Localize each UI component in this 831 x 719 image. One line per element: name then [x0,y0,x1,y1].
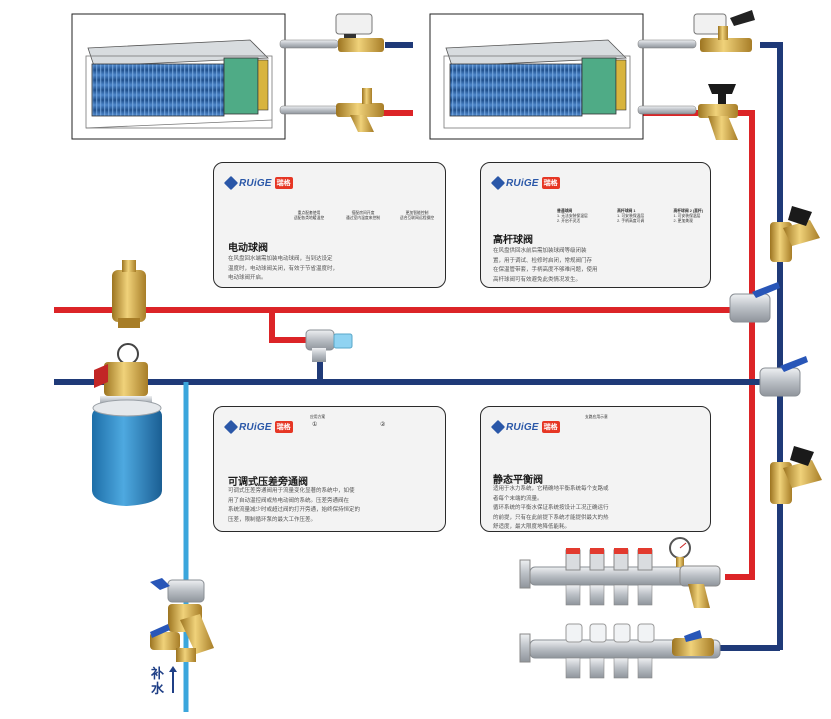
card-description: 在风盘供回水前后需加装球阀等级闭装置，用于调试、检修时启闭，常规阀门存在保温管带… [493,248,598,283]
makeup-water-arrow-icon [169,666,177,693]
card-title: 静态平衡阀 [493,475,543,486]
pressure-gauge [669,537,691,567]
scheme-label: 支路应用示意 [585,415,608,419]
manifold-supply-ports [565,548,653,571]
scheme-2-marker: ② [380,422,386,428]
balancing-valve-lower [770,446,822,504]
strainer-fcu1 [336,88,384,132]
caption-3: 更加智能控制适合互联网远程操控 [399,211,435,220]
caption-1: 重点配套使用适配各类地暖温控 [293,211,325,220]
card-title: 电动球阀 [228,243,268,254]
card-title: 可调式压差旁通阀 [228,477,308,488]
fan-coil-unit-1 [71,13,339,140]
supply-riser [715,110,755,580]
card-description: 适用于水力系统，它精确地平衡系统每个支路或者每个末端的流量。循环系统的平衡水保证… [493,486,609,530]
card-description: 在风盘回水端需加装电动球阀，当到达设定温度时，电动球阀关闭，有效于节省温度时，电… [228,256,339,281]
fan-coil-unit-2 [429,13,697,140]
manifold-outlets [565,584,653,679]
floor-heating-manifold [519,537,721,679]
motorized-valve-fcu2 [693,10,755,52]
expansion-tank [92,396,162,506]
makeup-water-label: 补水 [151,666,165,696]
safety-group [94,343,148,396]
high-stem-ball-valve-fcu2 [698,84,738,140]
differential-pressure-bypass-valve [305,329,353,362]
manifold-return-valve [672,630,714,656]
motorized-valve-fcu1 [335,13,384,52]
ball-valve-return-riser [759,356,808,397]
scheme-1-marker: ① [312,422,318,428]
makeup-water-valve-assembly [150,578,214,662]
air-vent-valve [112,260,146,328]
card-description: 可调式压差旁通阀用于流量变化显著的系统中，如使用了自动温控阀或热电动阀的系统。压… [228,488,361,523]
bypass-supply-leg [269,310,320,343]
caption-2: 搭配房间开度通过室内温度来控制 [345,211,381,220]
return-riser [760,42,783,650]
manifold-return-ports [565,623,655,643]
card-title: 高杆球阀 [493,235,533,246]
scheme-label: 应用方案 [310,415,326,419]
balancing-valve-upper [770,206,820,262]
ball-valve-supply-riser [729,282,780,323]
manifold-strainer [679,565,721,608]
